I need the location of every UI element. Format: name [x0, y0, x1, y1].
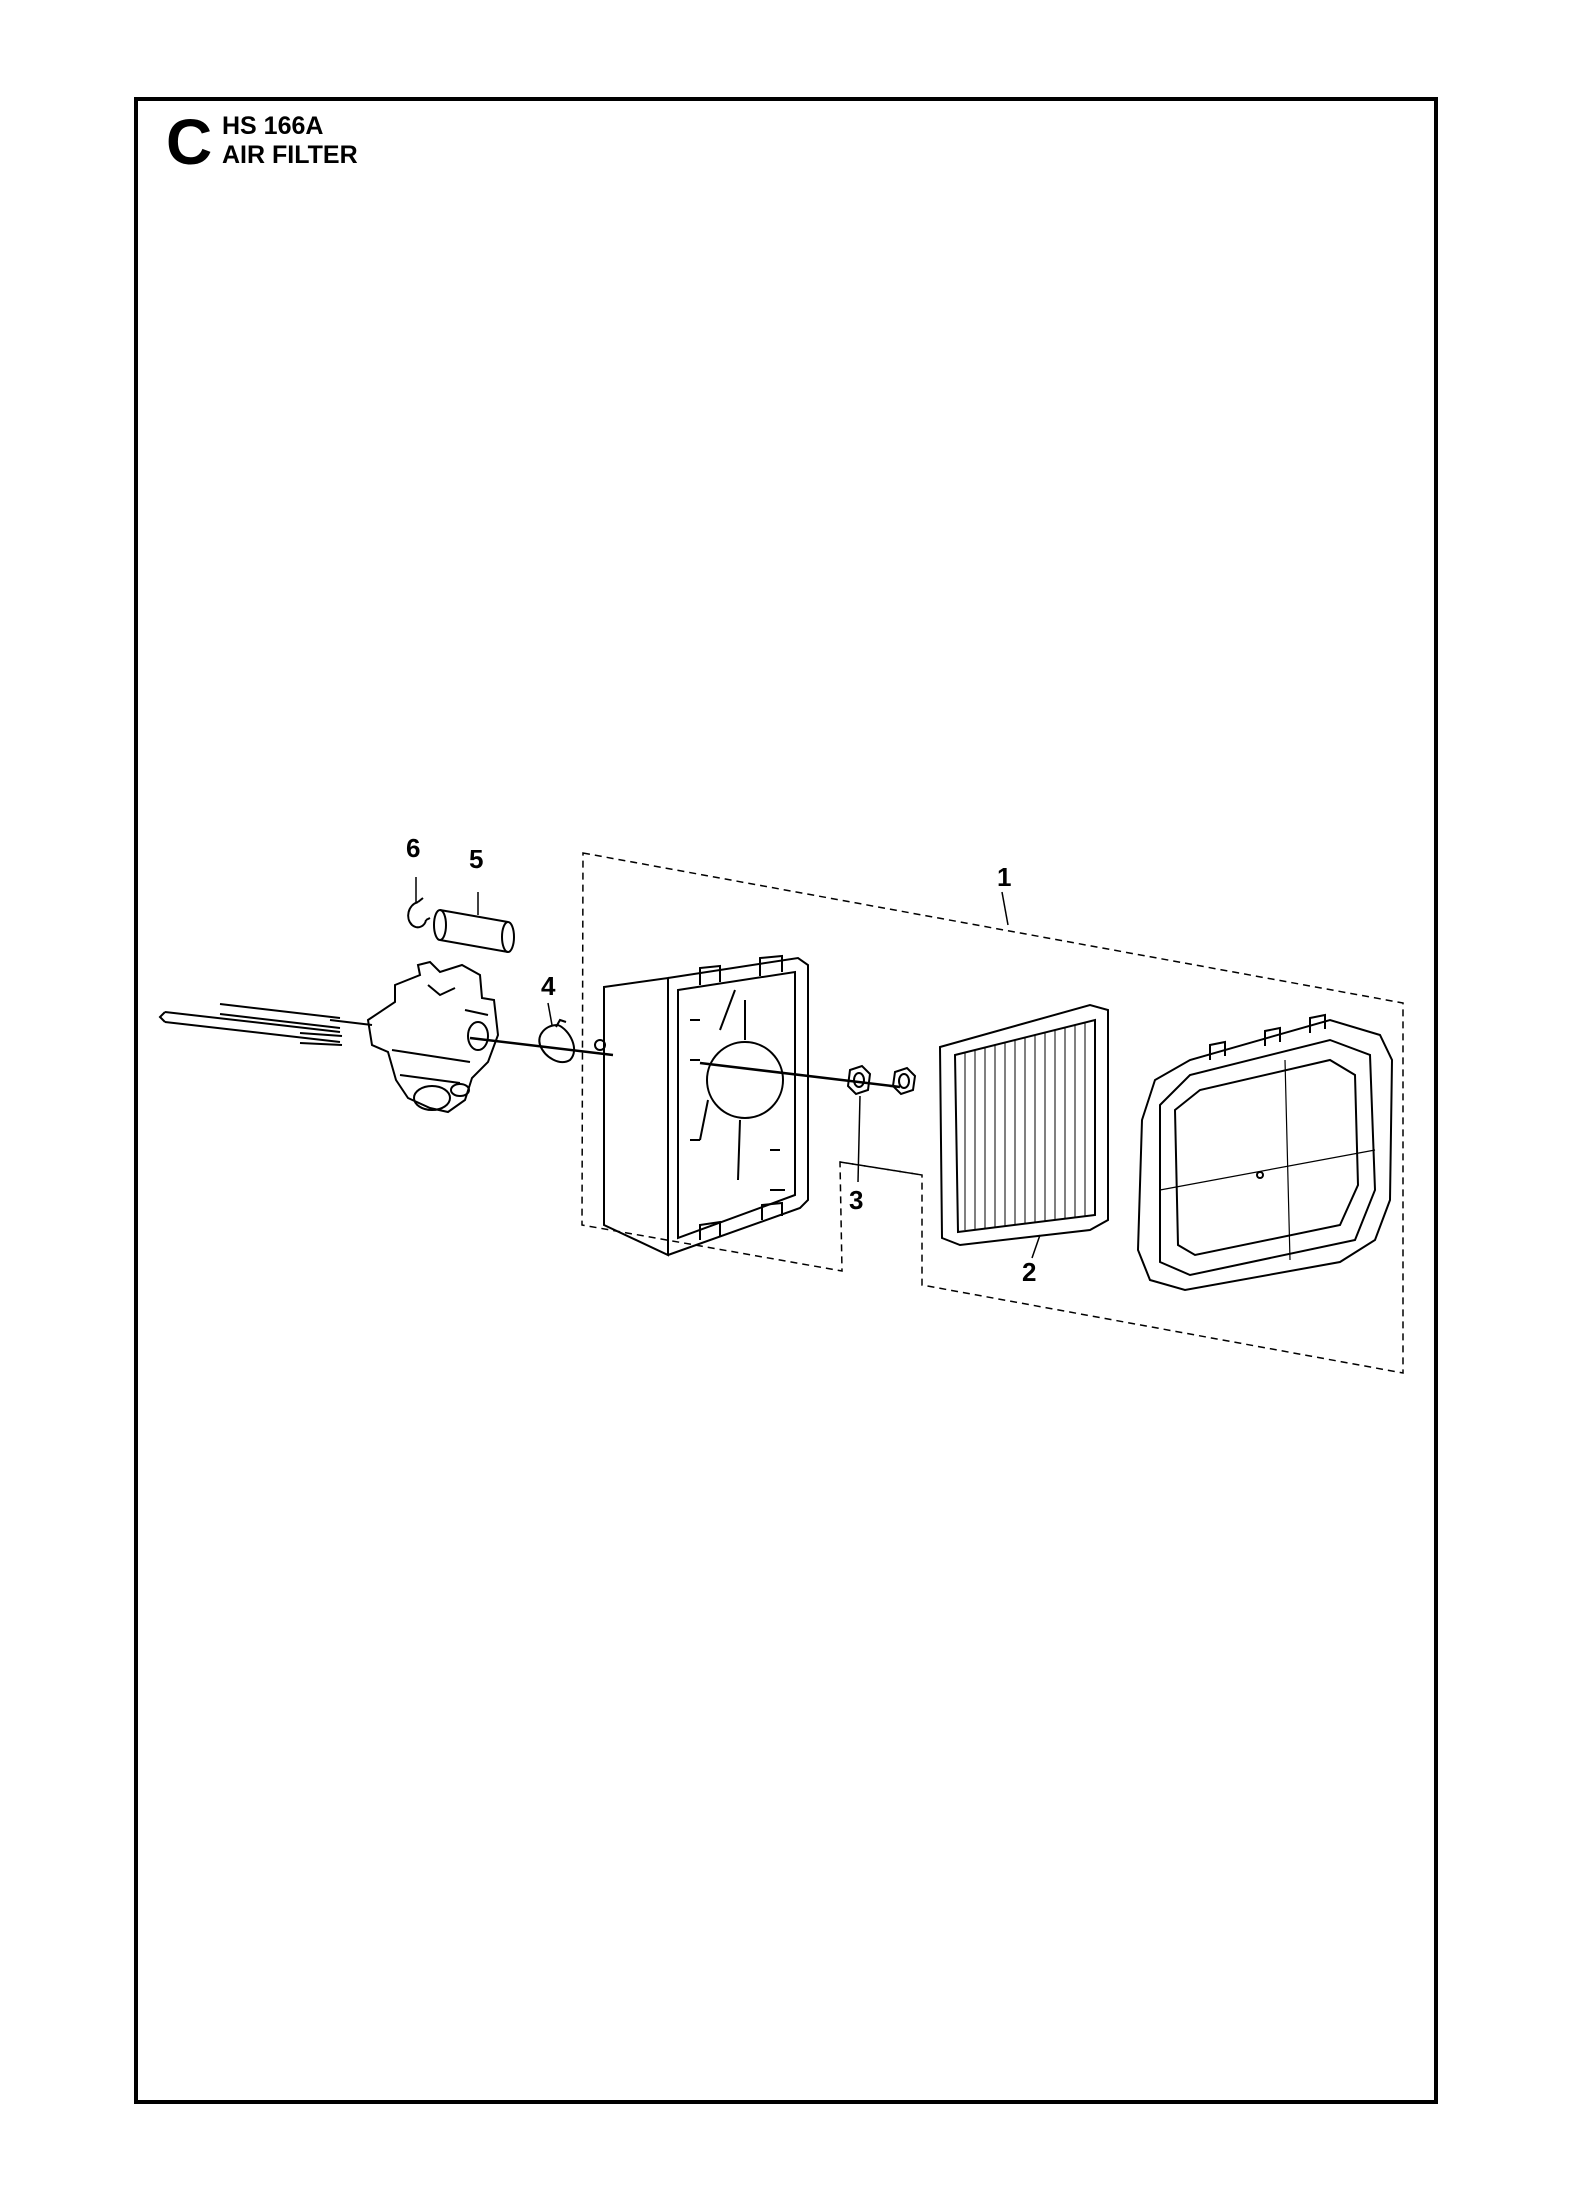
clip-part-6	[407, 897, 431, 929]
clamp-part-4	[538, 1018, 576, 1064]
callout-6: 6	[406, 833, 420, 863]
filter-element-part-2	[938, 1003, 1109, 1247]
callout-labels: 1 2 3 4 5 6	[406, 833, 1036, 1287]
callout-1: 1	[997, 862, 1011, 892]
section-title: AIR FILTER	[222, 141, 358, 169]
filter-cover	[1136, 1013, 1394, 1292]
hose-part-5	[433, 909, 515, 953]
section-letter: C	[166, 106, 213, 178]
callout-2: 2	[1022, 1257, 1036, 1287]
callout-4: 4	[541, 971, 556, 1001]
page-frame	[134, 97, 1438, 2104]
model-number: HS 166A	[222, 112, 324, 140]
filter-base	[594, 954, 809, 1257]
assembly-outline-1	[581, 852, 1404, 1374]
leader-lines	[415, 877, 1041, 1259]
nut-part-3	[846, 1064, 917, 1096]
callout-3: 3	[849, 1185, 863, 1215]
carburetor	[366, 960, 500, 1114]
assembly-axis-line	[469, 1036, 901, 1089]
callout-5: 5	[469, 844, 483, 874]
stud-bolts	[158, 1003, 373, 1046]
